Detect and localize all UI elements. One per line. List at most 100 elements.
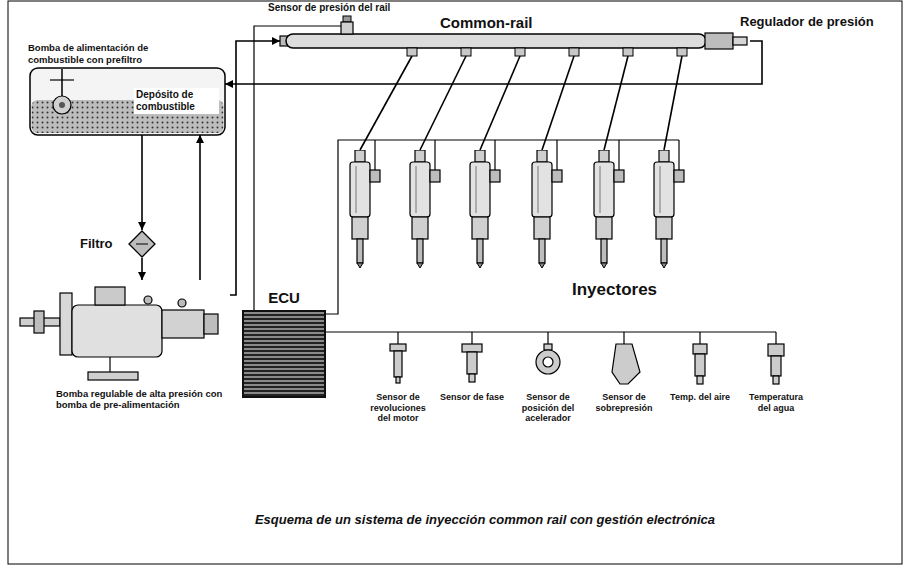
sensor-label: Sensor de sobrepresión <box>590 392 658 413</box>
ecu-wiring <box>494 140 495 170</box>
high-pressure-pipe <box>542 56 574 150</box>
common-rail-text: Common-rail <box>440 14 750 32</box>
common-rail-bar <box>280 34 706 56</box>
fuel-line <box>230 37 280 295</box>
sensor-symbol <box>396 377 400 383</box>
ecu-wiring <box>254 26 341 310</box>
high-pressure-pump <box>144 296 152 304</box>
sensor-label: Temperatura del agua <box>742 392 810 413</box>
sensor-label: Temp. del aire <box>666 392 734 403</box>
pressure-regulator <box>705 33 733 49</box>
sensor-symbol <box>536 350 560 374</box>
sensor-symbol <box>394 351 402 377</box>
sensor-symbol <box>467 352 477 374</box>
pressure-regulator <box>705 33 747 49</box>
sensor-label: Sensor de posición del acelerador <box>514 392 582 424</box>
high-pressure-pump <box>178 299 186 307</box>
fuel-line <box>196 135 204 280</box>
fuel-tank: Depósito de combustible <box>30 68 225 135</box>
fuel-line <box>199 135 201 280</box>
common-rail-bar <box>677 48 687 56</box>
ecu-wiring <box>254 26 776 344</box>
sensor-symbol <box>697 376 703 384</box>
high-pressure-pump: Bomba regulable de alta presión con bomb… <box>18 280 230 410</box>
fuel-tank <box>30 68 225 135</box>
ecu-text: ECU <box>242 288 326 308</box>
ecu: ECU <box>242 288 326 400</box>
ecu-wiring <box>556 140 557 170</box>
ecu-wiring <box>618 140 619 170</box>
high-pressure-pump <box>72 305 162 357</box>
sensor-symbol <box>771 356 781 376</box>
fuel-tank <box>30 68 225 135</box>
fuel-tank <box>61 69 63 96</box>
sensor-label: Sensor de fase <box>438 392 506 403</box>
ecu-wiring <box>374 140 375 170</box>
sensor-symbol <box>612 344 640 384</box>
rail-pressure-sensor <box>343 16 351 22</box>
high-pressure-pipe <box>480 56 520 150</box>
sensor-symbol <box>544 344 552 350</box>
sensor-label: Sensor de revoluciones del motor <box>364 392 432 424</box>
caption: Esquema de un sistema de inyección commo… <box>200 512 770 528</box>
sensor-label: Sensor de presión del rail <box>268 2 390 14</box>
arrow-head <box>196 135 204 143</box>
part-label: Inyectores <box>572 280 657 300</box>
ecu-wiring <box>547 332 548 344</box>
high-pressure-pump <box>20 287 218 380</box>
sensor-symbol <box>390 344 406 351</box>
fuel-tank <box>50 79 74 80</box>
high-pressure-pump <box>109 357 110 372</box>
high-pressure-pump <box>88 372 138 380</box>
fuel-filter-text: Filtro <box>80 230 156 258</box>
injector-symbol <box>350 150 684 268</box>
fuel-line <box>141 135 143 230</box>
filter-diamond <box>129 231 155 257</box>
high-pressure-pipe <box>360 56 412 150</box>
high-pressure-pipe <box>360 56 682 150</box>
ecu-wiring <box>434 140 435 170</box>
high-pressure-pump <box>95 287 125 305</box>
ecu-wiring <box>326 140 679 314</box>
common-rail-bar <box>515 48 525 56</box>
ecu-wiring <box>397 332 398 344</box>
ecu-wiring <box>326 331 776 332</box>
arrow-head <box>138 272 146 280</box>
arrow-head <box>272 37 280 45</box>
frame <box>8 1 902 564</box>
high-pressure-pump-text: Bomba regulable de alta presión con bomb… <box>56 388 226 410</box>
sensor-symbol <box>693 344 707 354</box>
rail-pressure-sensor <box>341 22 353 34</box>
ecu-wiring <box>699 332 700 344</box>
fuel-line <box>138 135 146 230</box>
ecu-wiring <box>678 140 679 170</box>
high-pressure-pump <box>60 293 72 355</box>
sensor-symbol <box>462 344 482 352</box>
common-rail-bar <box>623 48 633 56</box>
arrow-head <box>225 80 233 88</box>
ecu-wiring <box>471 332 472 344</box>
sensor-symbol <box>390 344 784 384</box>
common-rail-bar <box>407 48 417 56</box>
rail-pressure-sensor <box>341 16 353 34</box>
sensor-symbol <box>773 376 779 384</box>
common-rail-bar <box>569 48 579 56</box>
common-rail: Common-rail <box>280 14 750 50</box>
fuel-tank <box>53 96 71 114</box>
sensor-symbol <box>768 344 784 356</box>
common-rail-bar <box>461 48 471 56</box>
part-label: Regulador de presión <box>740 14 874 30</box>
filter-diamond <box>136 244 148 245</box>
ecu-wiring <box>775 332 776 344</box>
ecu-box <box>242 310 326 398</box>
sensor-symbol <box>469 374 475 382</box>
pressure-regulator <box>733 37 747 45</box>
filter-diamond <box>128 230 156 258</box>
arrow-head <box>138 222 146 230</box>
high-pressure-pipe <box>420 56 466 150</box>
high-pressure-pump <box>162 310 204 338</box>
high-pressure-pump <box>204 314 218 334</box>
fuel-line <box>138 258 146 280</box>
